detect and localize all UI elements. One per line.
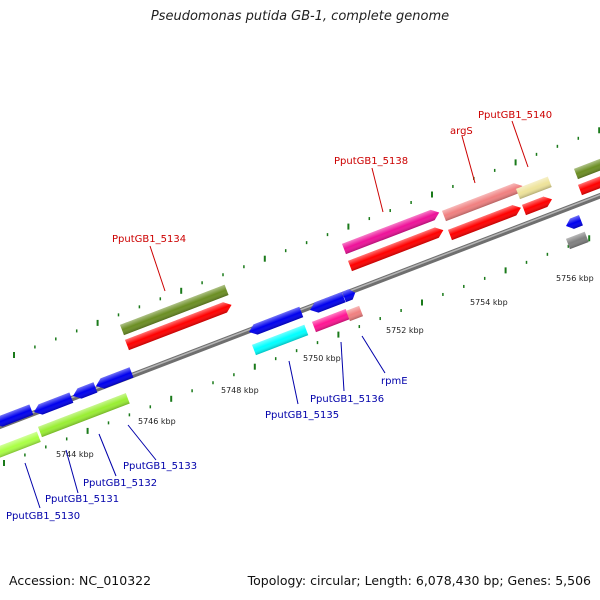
gene-label-pputgb1-5133: PputGB1_5133 bbox=[123, 461, 197, 472]
gene-cyan-5135-shading bbox=[252, 324, 309, 356]
gene-lime-5130-shading bbox=[0, 431, 41, 460]
reverse-strand-genes bbox=[0, 215, 589, 460]
gene-blue-5130-shading bbox=[0, 404, 34, 427]
gene-label-rpme: rpmE bbox=[381, 376, 408, 387]
gene-label-pputgb1-5132: PputGB1_5132 bbox=[83, 478, 157, 489]
gene-label-pputgb1-5134: PputGB1_5134 bbox=[112, 234, 186, 245]
kbp-label-5746: 5746 kbp bbox=[138, 417, 176, 426]
gene-olive-right-shading bbox=[574, 158, 600, 180]
gene-red-args-shading bbox=[448, 205, 521, 241]
gene-label-pputgb1-5136: PputGB1_5136 bbox=[310, 394, 384, 405]
gene-red-5138-shading bbox=[348, 227, 444, 272]
gene-blue-right-shading bbox=[565, 215, 583, 229]
gene-grey-right-shading bbox=[566, 231, 589, 250]
leader-lines bbox=[24, 120, 529, 509]
gene-magenta-5138-shading bbox=[342, 209, 440, 255]
gene-label-pputgb1-5140: PputGB1_5140 bbox=[478, 110, 552, 121]
accession-text: Accession: NC_010322 bbox=[9, 573, 152, 588]
gene-label-pputgb1-5138: PputGB1_5138 bbox=[334, 156, 408, 167]
gene-olive-5134-shading bbox=[120, 284, 229, 336]
gene-pink-5136-shading bbox=[312, 308, 350, 333]
gene-labels: PputGB1_5134 PputGB1_5138 argS PputGB1_5… bbox=[6, 110, 552, 522]
kbp-label-5744: 5744 kbp bbox=[56, 450, 94, 459]
genome-stats-text: Topology: circular; Length: 6,078,430 bp… bbox=[247, 573, 591, 588]
gene-salmon-args-shading bbox=[442, 183, 523, 222]
gene-red-5134-shading bbox=[125, 302, 232, 351]
kbp-labels: 5744 kbp 5746 kbp 5748 kbp 5750 kbp 5752… bbox=[56, 274, 594, 459]
kbp-label-5756: 5756 kbp bbox=[556, 274, 594, 283]
gene-blue-5131-shading bbox=[33, 392, 74, 415]
tick-tracks bbox=[3, 127, 600, 466]
gene-label-pputgb1-5131: PputGB1_5131 bbox=[45, 494, 119, 505]
forward-strand-genes bbox=[120, 158, 600, 351]
gene-blue-small-shading bbox=[342, 289, 356, 303]
gene-blue-5135-shading bbox=[248, 306, 304, 335]
gene-green-5132-shading bbox=[38, 393, 130, 438]
gene-red-right-shading bbox=[578, 176, 600, 196]
kbp-label-5752: 5752 kbp bbox=[386, 326, 424, 335]
gene-label-pputgb1-5135: PputGB1_5135 bbox=[265, 410, 339, 421]
gene-red-5140-shading bbox=[522, 196, 553, 216]
kbp-label-5754: 5754 kbp bbox=[470, 298, 508, 307]
kbp-label-5750: 5750 kbp bbox=[303, 354, 341, 363]
gene-yellow-5140-shading bbox=[516, 176, 552, 200]
map-title: Pseudomonas putida GB-1, complete genome bbox=[150, 9, 450, 24]
gene-blue-5132-shading bbox=[73, 382, 98, 399]
gene-label-args: argS bbox=[450, 126, 473, 137]
gene-label-pputgb1-5130: PputGB1_5130 bbox=[6, 511, 80, 522]
gene-blue-5133-shading bbox=[95, 367, 134, 389]
kbp-label-5748: 5748 kbp bbox=[221, 386, 259, 395]
gene-blue-5136-shading bbox=[310, 291, 346, 313]
gene-salmon-rpme-shading bbox=[346, 305, 364, 322]
